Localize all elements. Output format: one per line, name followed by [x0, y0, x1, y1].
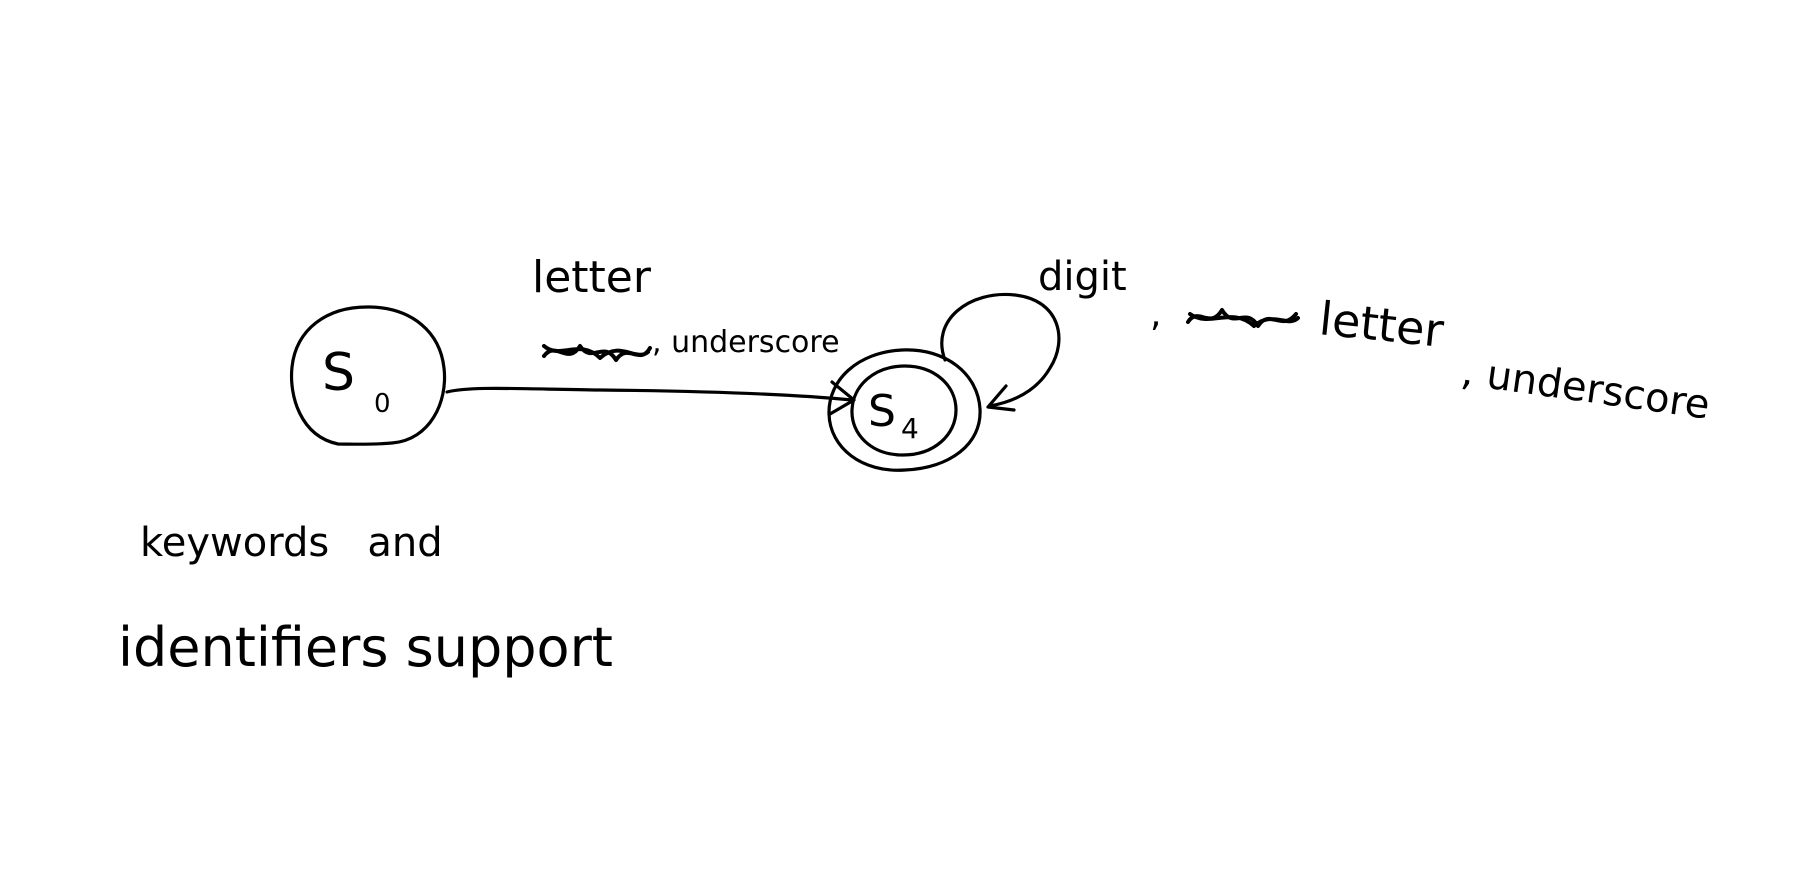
- transition-s4-loop-arrowhead: [986, 384, 1016, 412]
- transition-s0-s4: letter , underscore: [445, 252, 856, 416]
- state-s4-subscript: 4: [901, 412, 919, 445]
- state-s4-outer-circle: [827, 348, 982, 472]
- caption-line-1: keywords and: [140, 520, 443, 566]
- crossed-out-word: [542, 344, 652, 362]
- transition-s0-s4-label-underscore: , underscore: [652, 325, 840, 360]
- state-s4: S 4: [827, 348, 982, 472]
- state-s0-label: S: [322, 343, 355, 403]
- transition-s4-loop-edge: [940, 292, 1061, 408]
- transition-s4-loop-label-underscore: , underscore: [1459, 348, 1713, 428]
- crossed-out-word: [1186, 308, 1300, 328]
- state-s4-inner-circle: [850, 364, 958, 457]
- state-s0-circle: [289, 305, 447, 446]
- state-s4-label: S: [868, 386, 896, 437]
- transition-s4-loop-label-comma: ,: [1150, 294, 1161, 335]
- caption: keywords and identifiers support: [118, 520, 613, 679]
- transition-s4-loop-label-digit: digit: [1038, 254, 1127, 300]
- caption-line-2: identifiers support: [118, 616, 613, 679]
- transition-s4-loop-label-letter: letter: [1317, 291, 1446, 358]
- transition-s4-loop: digit , letter , underscore: [940, 254, 1713, 429]
- state-s0-subscript: 0: [374, 389, 391, 419]
- state-s0: S 0: [289, 305, 447, 446]
- transition-s0-s4-label-letter: letter: [532, 252, 652, 303]
- transition-s0-s4-edge: [445, 386, 854, 402]
- transition-s0-s4-arrowhead: [828, 380, 856, 416]
